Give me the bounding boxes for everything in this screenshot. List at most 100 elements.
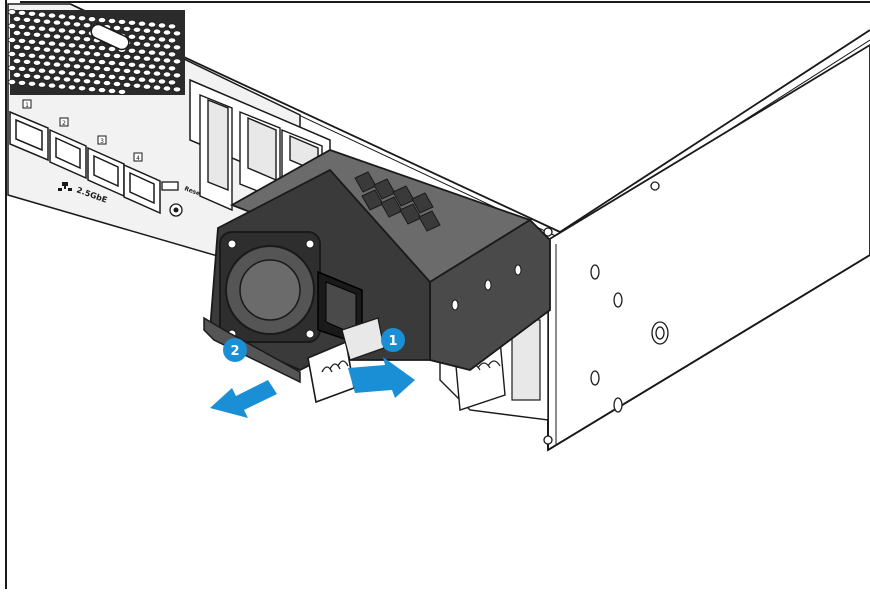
vent-hole (47, 12, 57, 19)
reset-button-center (173, 207, 179, 213)
port-label-box (59, 117, 69, 127)
port-socket (129, 171, 155, 205)
push-arrow-icon (348, 357, 415, 398)
vent-hole (57, 69, 67, 76)
vent-hole (7, 51, 17, 58)
network-icon (58, 182, 72, 191)
vent-hole (157, 36, 167, 43)
vent-hole (27, 38, 37, 45)
screw-icon (543, 227, 553, 237)
step-badge (223, 338, 247, 362)
port-label-box (22, 99, 32, 109)
vent-hole (27, 52, 37, 59)
fan-icon (219, 231, 321, 343)
vent-hole (72, 49, 82, 56)
vent-hole (72, 63, 82, 70)
vent-hole (132, 54, 142, 61)
vent-hole (32, 17, 42, 24)
vent-hole (17, 79, 27, 86)
vent-hole (12, 44, 22, 51)
vent-hole (82, 36, 92, 43)
vent-hole (132, 82, 142, 89)
vent-hole (62, 20, 72, 27)
vent-hole (97, 17, 107, 24)
vent-hole (127, 33, 137, 40)
vent-hole (67, 70, 77, 77)
fan-screw (305, 329, 315, 339)
vent-hole (17, 23, 27, 30)
port-label-2: 2 (62, 120, 66, 127)
latch-tab[interactable] (341, 317, 385, 361)
ethernet-port (123, 163, 161, 215)
vent-hole (67, 14, 77, 21)
port-label-box (133, 152, 143, 162)
vent-hole (22, 44, 32, 51)
usb-port (161, 181, 179, 191)
vent-hole (27, 66, 37, 73)
port-label-group: 1 2 3 4 (22, 99, 143, 162)
vent-hole (152, 42, 162, 49)
vent-hole (37, 81, 47, 88)
lid-side-edge (559, 29, 870, 233)
vent-hole (107, 17, 117, 24)
vent-hole (67, 84, 77, 91)
vent-hole (147, 77, 157, 84)
vent-hole (22, 16, 32, 23)
screw-icon (650, 181, 660, 191)
vent-hole (52, 75, 62, 82)
step-1: 1 (348, 328, 415, 398)
vent-hole (107, 74, 117, 81)
vent-hole (42, 46, 52, 53)
vent-hole (7, 65, 17, 72)
vent-hole (92, 51, 102, 58)
vent-hole (62, 76, 72, 83)
vent-hole (27, 24, 37, 31)
vent-hole (52, 61, 62, 68)
step-2-number: 2 (230, 344, 239, 359)
vent-hole (7, 22, 17, 29)
vent-hole (42, 32, 52, 39)
vent-hole (162, 57, 172, 64)
vent-hole (72, 21, 82, 28)
vent-hole (157, 64, 167, 71)
step-1-number: 1 (388, 334, 397, 349)
vent-hole (97, 73, 107, 80)
vent-hole (102, 80, 112, 87)
vent-hole (7, 79, 17, 86)
vent-hole (17, 9, 27, 16)
screw-icon (613, 292, 623, 308)
vent-hole (32, 45, 42, 52)
vent-hole (127, 75, 137, 82)
vent-hole (77, 57, 87, 64)
vent-hole (137, 48, 147, 55)
vent-hole (97, 87, 107, 94)
vent-hole (162, 85, 172, 92)
vent-hole (47, 82, 57, 89)
vent-hole (47, 40, 57, 47)
chassis (5, 0, 870, 589)
vent-hole (22, 72, 32, 79)
vent-hole (52, 19, 62, 26)
vent-hole (37, 53, 47, 60)
screw-icon (543, 435, 553, 445)
ethernet-port (49, 128, 87, 180)
vent-hole (162, 29, 172, 36)
vent-hole (127, 47, 137, 54)
vent-hole (92, 79, 102, 86)
vent-hole (122, 67, 132, 74)
vent-hole (82, 78, 92, 85)
vent-hole (132, 26, 142, 33)
vent-hole (122, 81, 132, 88)
vent-hole (57, 41, 67, 48)
vent-hole (152, 56, 162, 63)
vent-hole (57, 55, 67, 62)
vent-slot (90, 23, 130, 51)
vent-hole (37, 39, 47, 46)
vent-hole (112, 24, 122, 31)
psu-release-latch[interactable] (307, 317, 385, 404)
vent-hole (137, 34, 147, 41)
vent-hole (167, 65, 177, 72)
vent-hole (77, 43, 87, 50)
vent-hole (162, 43, 172, 50)
vent-hole (137, 20, 147, 27)
